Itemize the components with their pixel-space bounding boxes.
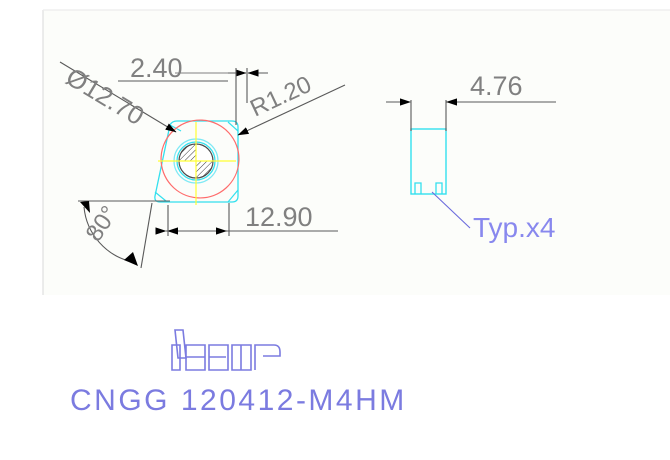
corner-flat-upper-right: [227, 121, 239, 132]
logo-letter-a: [231, 344, 252, 371]
logo-letter-s: [185, 344, 206, 371]
annotation-leader-line: [431, 191, 471, 229]
annotation-label-typical: Typ.x4: [473, 212, 555, 243]
dimension-edge-length: 12.90: [155, 202, 338, 236]
arrowhead-1290-left: [167, 227, 178, 235]
inscribed-circle-red: [160, 119, 240, 199]
dimension-label-240: 2.40: [130, 53, 183, 83]
arrowhead-angle-top: [80, 201, 90, 213]
corner-flat-lower-right: [227, 189, 239, 203]
side-view-body: [410, 128, 447, 195]
dimension-corner-flat: 2.40: [118, 53, 268, 125]
iscar-logo: [171, 329, 281, 371]
side-view-geometry: [410, 128, 447, 195]
logo-letter-c: [208, 344, 229, 371]
chipbreaker-notch-left: [414, 182, 422, 194]
logo-letter-r: [254, 344, 281, 370]
arrowhead-476-right: [446, 98, 457, 106]
angle-arc: [83, 206, 134, 263]
dimension-label-476: 4.76: [470, 71, 523, 101]
leader-line-radius: [237, 84, 346, 136]
title-block: CNGG 120412-M4HM: [70, 329, 407, 417]
arrowhead-angle-bottom: [124, 252, 138, 266]
dimension-label-1290: 12.90: [245, 202, 313, 232]
logo-letter-i: [171, 344, 181, 371]
angle-leg-line: [140, 202, 153, 269]
leader-line-diameter: [59, 61, 177, 133]
arrowhead-1290-right: [216, 227, 227, 235]
corner-flat-lower-left: [154, 191, 167, 202]
drawing-panel: [43, 10, 670, 295]
part-number-label: CNGG 120412-M4HM: [70, 384, 407, 417]
dimension-thickness: 4.76: [386, 71, 556, 131]
arrowhead-476-left: [400, 98, 411, 106]
annotation-typical: Typ.x4: [431, 191, 555, 243]
chipbreaker-notch-right: [435, 182, 443, 194]
